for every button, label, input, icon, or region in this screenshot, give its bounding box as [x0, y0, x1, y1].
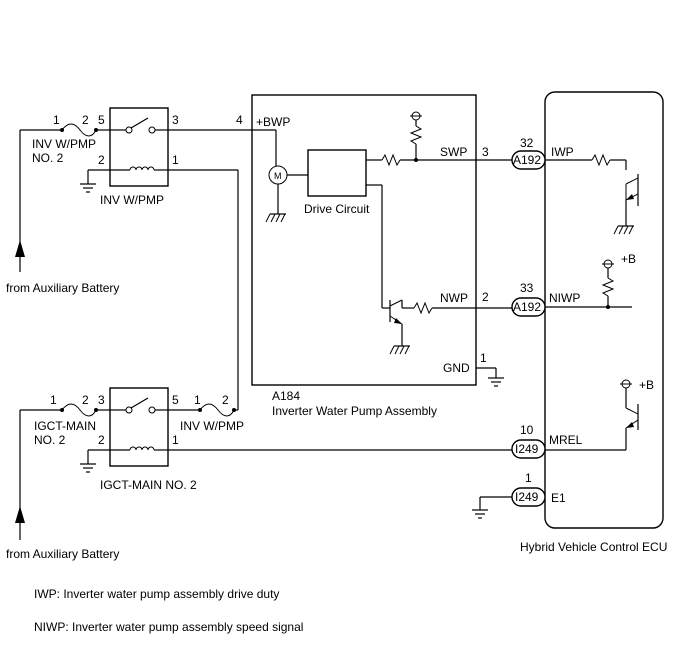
- lower-source-label: from Auxiliary Battery: [6, 547, 119, 561]
- fuse1-pin-left: 1: [53, 113, 60, 127]
- lower-feed: [15, 403, 110, 540]
- relay1-pin-5: 5: [98, 113, 105, 127]
- pump-assembly-box: [251, 94, 477, 386]
- motor-symbol: M: [274, 171, 282, 181]
- fuse2-pin-left: 1: [50, 393, 57, 407]
- fuse3-pin-left: 1: [194, 393, 201, 407]
- ecu-pin-32: 32: [520, 136, 534, 150]
- relay2-pin-5: 5: [172, 393, 179, 407]
- fuse3-name: INV W/PMP: [180, 419, 244, 433]
- pump-connector-code: A184: [272, 389, 300, 403]
- relay1-pin-3: 3: [172, 113, 179, 127]
- power-terminal-icon: [602, 259, 614, 269]
- resistor-icon: [601, 277, 615, 297]
- fuse-icon: [60, 403, 98, 417]
- pump-pin-nwp: 2: [482, 290, 489, 304]
- pump-pin-bwp: 4: [236, 113, 243, 127]
- relay-switch-icon: [110, 397, 168, 414]
- resistor-icon: [381, 153, 401, 167]
- ecu-plus-b-upper: +B: [621, 252, 636, 266]
- relay2-name: IGCT-MAIN NO. 2: [100, 478, 197, 492]
- fuse3-pin-right: 2: [222, 393, 229, 407]
- ecu-connector-i249-top: I249: [515, 442, 539, 456]
- fuse-icon: [198, 403, 236, 417]
- ecu-connector-a192-top: A192: [513, 153, 541, 167]
- transistor-icon: [625, 160, 639, 206]
- transistor-icon: [389, 299, 403, 325]
- ecu-signal-mrel: MREL: [549, 433, 583, 447]
- transistor-icon: [625, 404, 639, 430]
- ground-icon: [389, 345, 410, 355]
- power-terminal-icon: [410, 111, 422, 121]
- relay2-pin-3: 3: [98, 393, 105, 407]
- relay1-name: INV W/PMP: [100, 193, 164, 207]
- drive-circuit-box: [307, 149, 367, 197]
- fuse1-pin-right: 2: [82, 113, 89, 127]
- legend-iwp: IWP: Inverter water pump assembly drive …: [34, 587, 279, 601]
- fuse1-name-line2: NO. 2: [32, 151, 64, 165]
- resistor-icon: [591, 153, 611, 167]
- drive-circuit-label: Drive Circuit: [304, 202, 370, 216]
- pump-pin-gnd: 1: [480, 351, 487, 365]
- ground-icon: [472, 509, 488, 519]
- ecu-pin-1: 1: [525, 471, 532, 485]
- upper-feed: [15, 123, 110, 272]
- arrow-up-icon: [15, 240, 25, 257]
- ecu-connector-a192-bottom: A192: [513, 300, 541, 314]
- ecu-signal-niwp: NIWP: [549, 291, 580, 305]
- pump-label-nwp: NWP: [440, 291, 468, 305]
- ground-icon: [80, 169, 110, 193]
- relay2-pin-1: 1: [172, 433, 179, 447]
- fuse2-name-line1: IGCT-MAIN: [34, 419, 96, 433]
- upper-source-label: from Auxiliary Battery: [6, 281, 119, 295]
- relay1: [109, 107, 169, 187]
- ground-icon: [265, 213, 286, 223]
- relay2: [109, 387, 169, 467]
- ground-icon: [80, 449, 110, 473]
- relay1-pin-1: 1: [172, 153, 179, 167]
- ecu-name: Hybrid Vehicle Control ECU: [520, 540, 667, 554]
- relay1-pin-2: 2: [98, 153, 105, 167]
- pump-label-bwp: +BWP: [256, 115, 290, 129]
- ecu-pin-33: 33: [520, 281, 534, 295]
- relay-coil-icon: [110, 446, 168, 451]
- fuse-icon: [60, 123, 98, 137]
- ground-icon: [488, 377, 504, 387]
- legend-niwp: NIWP: Inverter water pump assembly speed…: [34, 620, 303, 634]
- relay-switch-icon: [110, 117, 168, 134]
- ecu-pin-10: 10: [520, 423, 534, 437]
- fuse2-name-line2: NO. 2: [34, 433, 66, 447]
- ecu-plus-b-lower: +B: [639, 378, 654, 392]
- fuse2-pin-right: 2: [82, 393, 89, 407]
- relay2-box: [109, 387, 169, 467]
- ecu-signal-e1: E1: [551, 491, 566, 505]
- connector-i249-top: [511, 439, 546, 459]
- pump-pin-swp: 3: [482, 145, 489, 159]
- arrow-up-icon: [15, 506, 25, 523]
- relay-coil-icon: [110, 166, 168, 171]
- fuse1-name-line1: INV W/PMP: [32, 137, 96, 151]
- pump-label-swp: SWP: [440, 145, 467, 159]
- resistor-icon: [413, 301, 433, 315]
- ecu-connector-i249-bottom: I249: [515, 490, 539, 504]
- pump-assembly-name: Inverter Water Pump Assembly: [272, 404, 437, 418]
- ecu-signal-iwp: IWP: [551, 145, 574, 159]
- relay2-pin-2: 2: [98, 433, 105, 447]
- relay1-box: [109, 107, 169, 187]
- ground-icon: [613, 225, 634, 235]
- pump-label-gnd: GND: [443, 361, 470, 375]
- resistor-icon: [409, 125, 423, 145]
